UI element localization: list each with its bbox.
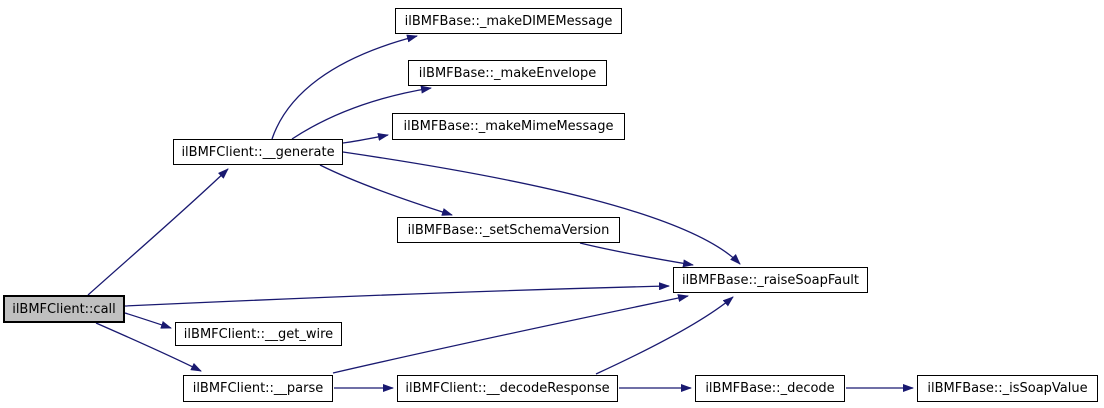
edge-call-getwire	[124, 312, 172, 329]
node-ilbmfclient-get-wire[interactable]: ilBMFClient::__get_wire	[175, 322, 342, 346]
node-ilbmfclient-parse[interactable]: ilBMFClient::__parse	[183, 375, 333, 402]
node-ilbmfclient-decoderesponse[interactable]: ilBMFClient::__decodeResponse	[397, 375, 618, 402]
edge-generate-setschema	[319, 164, 453, 216]
node-ilbmfbase-issoapvalue[interactable]: ilBMFBase::_isSoapValue	[917, 375, 1098, 402]
edge-call-raisesoapfault	[124, 282, 670, 307]
edge-generate-makedime	[271, 34, 418, 140]
edge-generate-makemime	[342, 133, 389, 144]
node-ilbmfbase-makeenvelope[interactable]: ilBMFBase::_makeEnvelope	[408, 60, 607, 86]
node-ilbmfbase-raisesoapfault[interactable]: ilBMFBase::_raiseSoapFault	[673, 267, 868, 293]
edge-parse-raisesoapfault	[332, 294, 689, 374]
node-ilbmfbase-decode[interactable]: ilBMFBase::_decode	[695, 375, 845, 402]
edge-setschema-raisesoapfault	[579, 242, 694, 268]
node-ilbmfbase-setschemaversion[interactable]: ilBMFBase::_setSchemaVersion	[397, 217, 620, 243]
edge-generate-makeenvelope	[291, 85, 432, 140]
edge-call-parse	[95, 322, 202, 372]
edge-generate-raisesoapfault	[342, 151, 741, 265]
edge-decoderesponse-raisesoapfault	[595, 296, 734, 375]
node-ilbmfclient-call: ilBMFClient::call	[3, 295, 125, 323]
node-ilbmfclient-generate[interactable]: ilBMFClient::__generate	[173, 139, 343, 165]
edge-call-generate	[87, 168, 229, 296]
node-ilbmfbase-makemimemessage[interactable]: ilBMFBase::_makeMimeMessage	[392, 113, 625, 140]
node-ilbmfbase-makedimemessage[interactable]: ilBMFBase::_makeDIMEMessage	[395, 8, 622, 34]
